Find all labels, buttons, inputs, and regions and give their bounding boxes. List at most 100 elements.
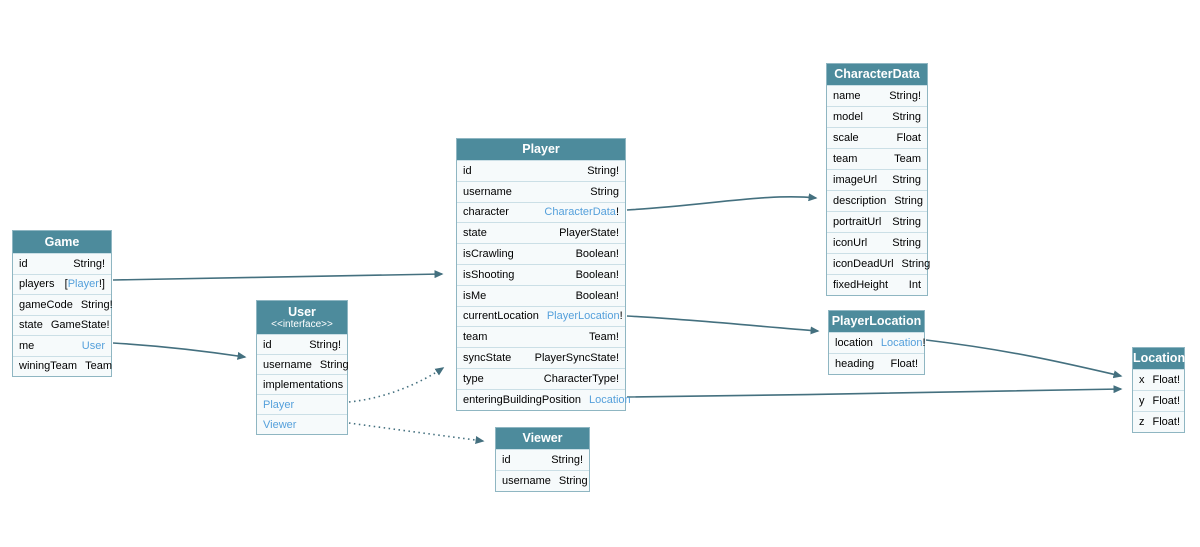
type-text: String! (309, 338, 341, 351)
type-text: Boolean! (575, 268, 619, 281)
field-name: imageUrl (833, 174, 878, 186)
type-text: String! (551, 454, 583, 466)
field-type: Team! (589, 331, 619, 343)
entity-header-characterdata[interactable]: CharacterData (827, 64, 927, 85)
field-name-link[interactable]: Player (263, 398, 295, 411)
field-row-game-players[interactable]: players[Player!] (13, 273, 111, 294)
type-text: CharacterType! (543, 372, 619, 385)
field-name: winingTeam (19, 360, 78, 373)
field-name-link[interactable]: Viewer (263, 418, 297, 431)
type-reference-link[interactable]: PlayerLocation (546, 310, 620, 323)
field-name: name (833, 90, 861, 102)
field-row-user-Viewer[interactable]: Viewer (257, 414, 347, 434)
field-type: Team (894, 153, 921, 165)
entity-header-player[interactable]: Player (457, 139, 625, 160)
field-row-user-Player[interactable]: Player (257, 394, 347, 414)
field-name: enteringBuildingPosition (463, 393, 582, 406)
entity-header-user[interactable]: User<<interface>> (257, 301, 347, 334)
field-type: PlayerLocation! (547, 310, 623, 322)
entity-title: User (288, 304, 316, 319)
field-type: GameState! (51, 319, 110, 331)
field-name: gameCode (19, 298, 73, 311)
type-reference-link[interactable]: CharacterData (544, 206, 616, 219)
type-reference-link[interactable]: User (81, 339, 105, 352)
field-type: Float (897, 132, 921, 144)
field-type: String! (73, 258, 105, 270)
type-text: String! (587, 164, 619, 177)
relation-arrow-playerlocation-location-to-location (925, 339, 1123, 379)
field-row-user-implementations[interactable]: implementations (257, 374, 347, 394)
type-text: String (590, 185, 619, 198)
entity-title: Location (1133, 351, 1186, 366)
field-type: String (892, 216, 921, 228)
field-type: Team (85, 360, 112, 372)
field-name: character (463, 206, 509, 219)
type-reference-link[interactable]: Location (880, 337, 923, 349)
entity-header-game[interactable]: Game (13, 231, 111, 253)
type-reference-link[interactable]: Location (589, 393, 631, 406)
type-text: Float! (1152, 395, 1181, 407)
field-name: username (502, 475, 551, 487)
type-text: String! (889, 90, 921, 102)
field-type: Boolean! (576, 290, 619, 302)
field-name: fixedHeight (833, 279, 889, 291)
field-type: String! (889, 90, 921, 102)
entity-header-location[interactable]: Location (1133, 348, 1186, 369)
relation-arrow-player-enteringbuildingposition-to-location (626, 385, 1123, 398)
field-name: model (833, 111, 863, 123)
type-text: GameState! (50, 319, 110, 332)
type-reference-link[interactable]: Player (67, 278, 99, 291)
entity-header-viewer[interactable]: Viewer (496, 428, 589, 449)
field-name: isMe (463, 289, 487, 302)
field-type: User (82, 340, 105, 352)
field-type: Boolean! (576, 269, 619, 281)
field-row-viewer-username[interactable]: username String (496, 470, 589, 491)
field-row-characterdata-name[interactable]: name String! (827, 85, 927, 106)
field-type: String (894, 195, 923, 207)
type-text: String (319, 358, 349, 371)
entity-header-playerlocation[interactable]: PlayerLocation (829, 311, 924, 332)
field-row-player-isMe[interactable]: isMe Boolean! (457, 284, 625, 306)
type-text: String (892, 216, 921, 228)
field-type: Float! (1153, 395, 1181, 407)
field-name: isCrawling (463, 248, 514, 261)
type-text: PlayerState! (559, 227, 619, 240)
field-name: iconDeadUrl (833, 258, 894, 270)
type-text: !] (98, 278, 105, 291)
field-type: String (559, 475, 588, 487)
field-row-game-winingTeam[interactable]: winingTeam Team (13, 355, 112, 376)
field-row-player-enteringBuildingPosition[interactable]: enteringBuildingPosition Location (457, 388, 631, 410)
